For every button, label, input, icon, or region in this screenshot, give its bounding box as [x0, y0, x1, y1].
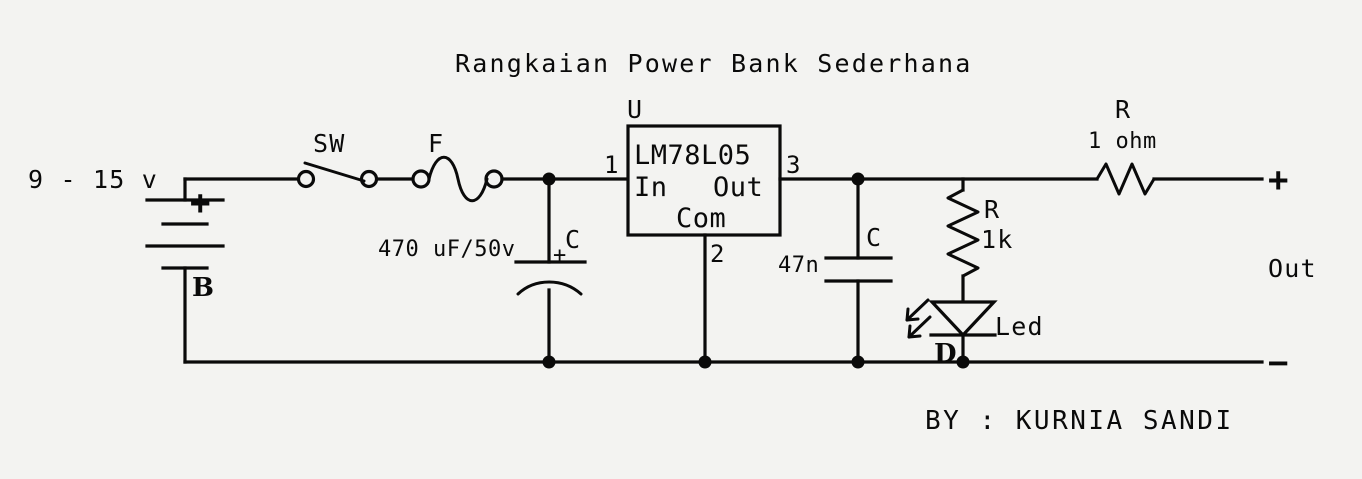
- regulator-designator: U: [627, 95, 643, 124]
- credit-line: BY : KURNIA SANDI: [925, 406, 1234, 436]
- cap-output-value: 47n: [778, 253, 819, 278]
- switch-terminal-left: [296, 169, 316, 189]
- cap-input-value: 470 uF/50v: [378, 237, 515, 262]
- led-label: Led: [995, 312, 1044, 341]
- battery-designator: B: [192, 273, 214, 303]
- cap-output-designator: C: [866, 223, 882, 252]
- resistor-led-designator: R: [984, 195, 1000, 224]
- led-designator: D: [934, 339, 957, 369]
- regulator-pin-1-number: 1: [604, 151, 618, 179]
- regulator-pin-3-number: 3: [786, 151, 800, 179]
- battery-plus-sign: +: [190, 183, 210, 223]
- regulator-part-number: LM78L05: [634, 140, 751, 171]
- output-positive-terminal: +: [1268, 160, 1288, 200]
- regulator-pin-in-label: In: [634, 172, 668, 203]
- source-voltage-label: 9 - 15 v: [28, 165, 158, 194]
- diagram-title: Rangkaian Power Bank Sederhana: [455, 49, 973, 78]
- led-emission-arrow-1-shaft: [905, 298, 930, 322]
- led-triangle: [928, 300, 998, 338]
- output-label: Out: [1268, 254, 1317, 283]
- resistor-series-zigzag: [1095, 162, 1156, 196]
- cap-input-designator: C: [565, 225, 581, 254]
- regulator-pin-2-number: 2: [710, 240, 724, 268]
- resistor-led-zigzag: [946, 188, 980, 278]
- fuse-designator: F: [428, 129, 444, 158]
- cap-input-plus-sign: +: [553, 243, 567, 268]
- fuse-terminal-left: [411, 169, 431, 189]
- regulator-pin-com-label: Com: [676, 203, 726, 234]
- regulator-pin-out-label: Out: [713, 172, 763, 203]
- output-negative-terminal: −: [1268, 343, 1288, 383]
- led-emission-arrow-2-head: [907, 324, 922, 339]
- resistor-series-designator: R: [1115, 95, 1131, 124]
- cap-input-plate-bottom-curved: [516, 280, 583, 296]
- resistor-led-value: 1k: [981, 225, 1014, 254]
- led-emission-arrow-2-shaft: [907, 315, 932, 339]
- led-emission-arrow-1-head: [905, 307, 920, 322]
- switch-designator: SW: [313, 129, 346, 158]
- resistor-series-value: 1 ohm: [1088, 129, 1157, 154]
- switch-lever: [303, 161, 366, 183]
- switch-terminal-right: [359, 169, 379, 189]
- fuse-element-curve: [427, 156, 489, 202]
